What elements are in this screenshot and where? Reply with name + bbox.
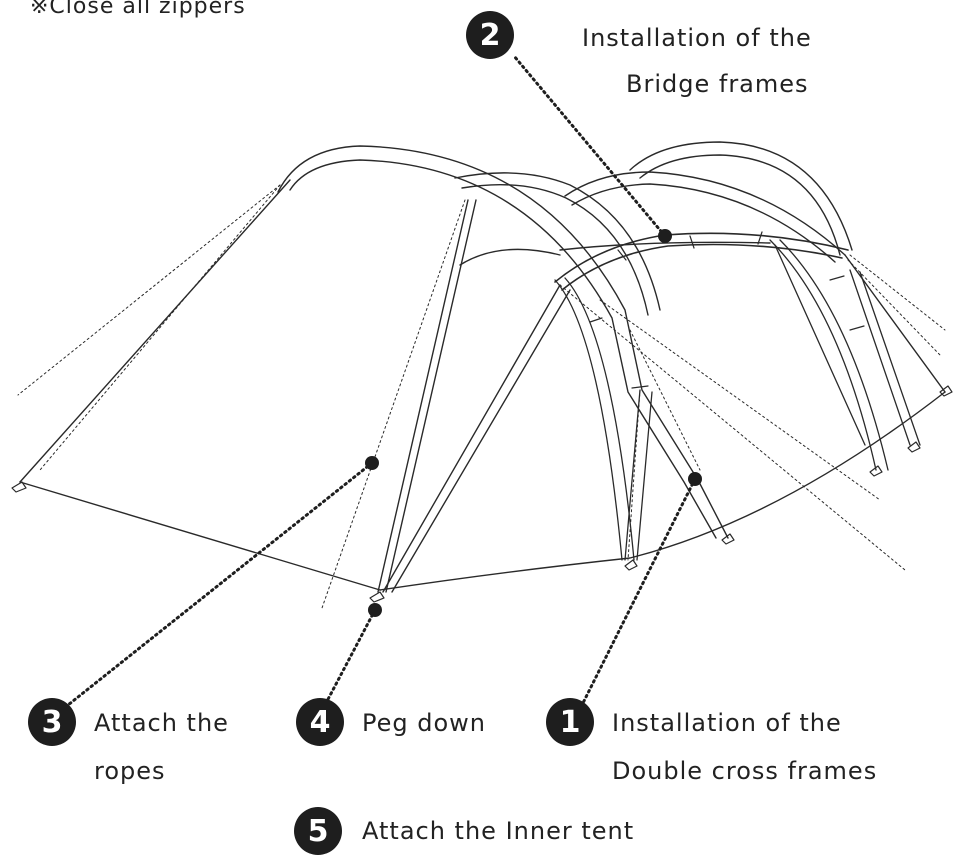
double-cross-frames bbox=[554, 239, 921, 561]
front-poles bbox=[377, 199, 571, 593]
step-5-badge: 5 bbox=[294, 807, 342, 855]
leader-line-4 bbox=[323, 608, 377, 707]
leader-dot-2 bbox=[658, 229, 672, 243]
step-2-label-line-2: Bridge frames bbox=[626, 70, 809, 98]
tent-illustration bbox=[11, 141, 953, 609]
step-4-label-line-1: Peg down bbox=[362, 709, 487, 737]
step-4-badge: 4 bbox=[296, 698, 344, 746]
zipper-note: ※Close all zippers bbox=[30, 0, 246, 19]
leader-line-2 bbox=[512, 54, 667, 238]
step-2-badge: 2 bbox=[466, 11, 514, 59]
guy-ropes bbox=[17, 184, 946, 609]
step-3-badge: 3 bbox=[28, 698, 76, 746]
main-arches bbox=[277, 141, 853, 539]
leader-dot-1 bbox=[688, 472, 702, 486]
leader-dots bbox=[365, 229, 702, 617]
step-3-label-line-1: Attach the bbox=[94, 709, 229, 737]
tent-body bbox=[19, 179, 946, 591]
step-3-label-line-2: ropes bbox=[94, 757, 166, 785]
leader-line-1 bbox=[580, 477, 697, 707]
leader-dot-4 bbox=[368, 603, 382, 617]
step-1-label-line-1: Installation of the bbox=[612, 709, 842, 737]
leader-dot-3 bbox=[365, 456, 379, 470]
leader-line-3 bbox=[66, 461, 374, 707]
leader-lines bbox=[66, 54, 697, 707]
step-5-label-line-1: Attach the Inner tent bbox=[362, 817, 635, 845]
step-1-badge: 1 bbox=[546, 698, 594, 746]
clips bbox=[589, 231, 865, 389]
step-2-label-line-1: Installation of the bbox=[582, 24, 812, 52]
stakes bbox=[11, 385, 953, 603]
step-1-label-line-2: Double cross frames bbox=[612, 757, 878, 785]
